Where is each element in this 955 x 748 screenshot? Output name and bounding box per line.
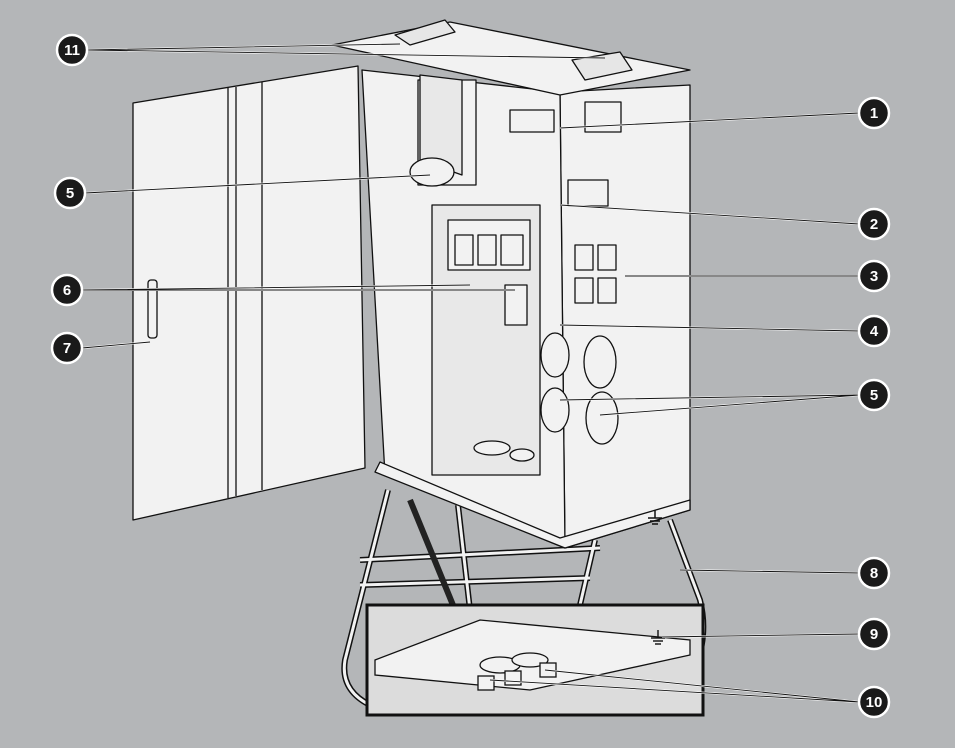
terminal-block [567, 179, 609, 207]
callout-5-top: 5 [53, 176, 87, 210]
relay-block [584, 101, 622, 133]
detail-inset [365, 603, 705, 717]
stand-strap [407, 498, 458, 612]
callout-label: 2 [870, 216, 878, 233]
callout-label: 6 [63, 282, 71, 299]
callout-label: 10 [866, 694, 883, 711]
callout-label: 4 [870, 323, 879, 340]
callout-4: 4 [857, 314, 891, 348]
cee-socket-1 [540, 332, 570, 378]
schuko-socket-4 [597, 277, 617, 304]
callout-label: 8 [870, 565, 878, 582]
cabinet-base [374, 461, 691, 549]
breaker-unit-4 [504, 284, 528, 326]
callout-8: 8 [857, 556, 891, 590]
breaker-unit-3 [500, 234, 524, 266]
leader-lines-core [81, 43, 860, 703]
callout-label: 9 [870, 626, 878, 643]
callout-label: 11 [64, 42, 80, 59]
callout-label: 5 [870, 387, 878, 404]
callout-label: 1 [870, 105, 878, 122]
callout-2: 2 [857, 207, 891, 241]
callout-1: 1 [857, 96, 891, 130]
callout-9: 9 [857, 617, 891, 651]
schuko-socket-2 [597, 244, 617, 271]
inset-gland-2 [504, 670, 522, 686]
callout-6: 6 [50, 273, 84, 307]
cabinet-illustration [132, 19, 707, 708]
cee-socket-2 [540, 387, 570, 433]
breaker-unit-2 [477, 234, 497, 266]
callout-3: 3 [857, 259, 891, 293]
cee-socket-3 [583, 335, 617, 389]
top-socket-body [419, 74, 463, 176]
cable-entry-1 [473, 440, 511, 456]
callout-5-side: 5 [857, 378, 891, 412]
callout-7: 7 [50, 331, 84, 365]
inset-gland-1 [477, 675, 495, 691]
main-switch [509, 109, 555, 133]
schuko-socket-1 [574, 244, 594, 271]
cee-socket-4 [585, 391, 619, 445]
callout-10: 10 [857, 685, 891, 719]
schuko-socket-3 [574, 277, 594, 304]
door-handle [147, 279, 158, 339]
cabinet-side-panel [559, 84, 691, 549]
ground-symbol-icon [648, 510, 662, 525]
inset-ground-symbol-icon [651, 630, 665, 645]
callout-label: 3 [870, 268, 878, 285]
cabinet-door [132, 65, 366, 521]
inset-cable-entry-2 [511, 652, 549, 668]
cable-entry-2 [509, 448, 535, 462]
callout-label: 7 [63, 340, 71, 357]
top-socket-face [409, 157, 455, 187]
callout-label: 5 [66, 185, 74, 202]
roof-handle-left [394, 19, 456, 46]
roof-handle-right [571, 51, 633, 81]
callout-11: 11 [55, 33, 89, 67]
breaker-unit-1 [454, 234, 474, 266]
